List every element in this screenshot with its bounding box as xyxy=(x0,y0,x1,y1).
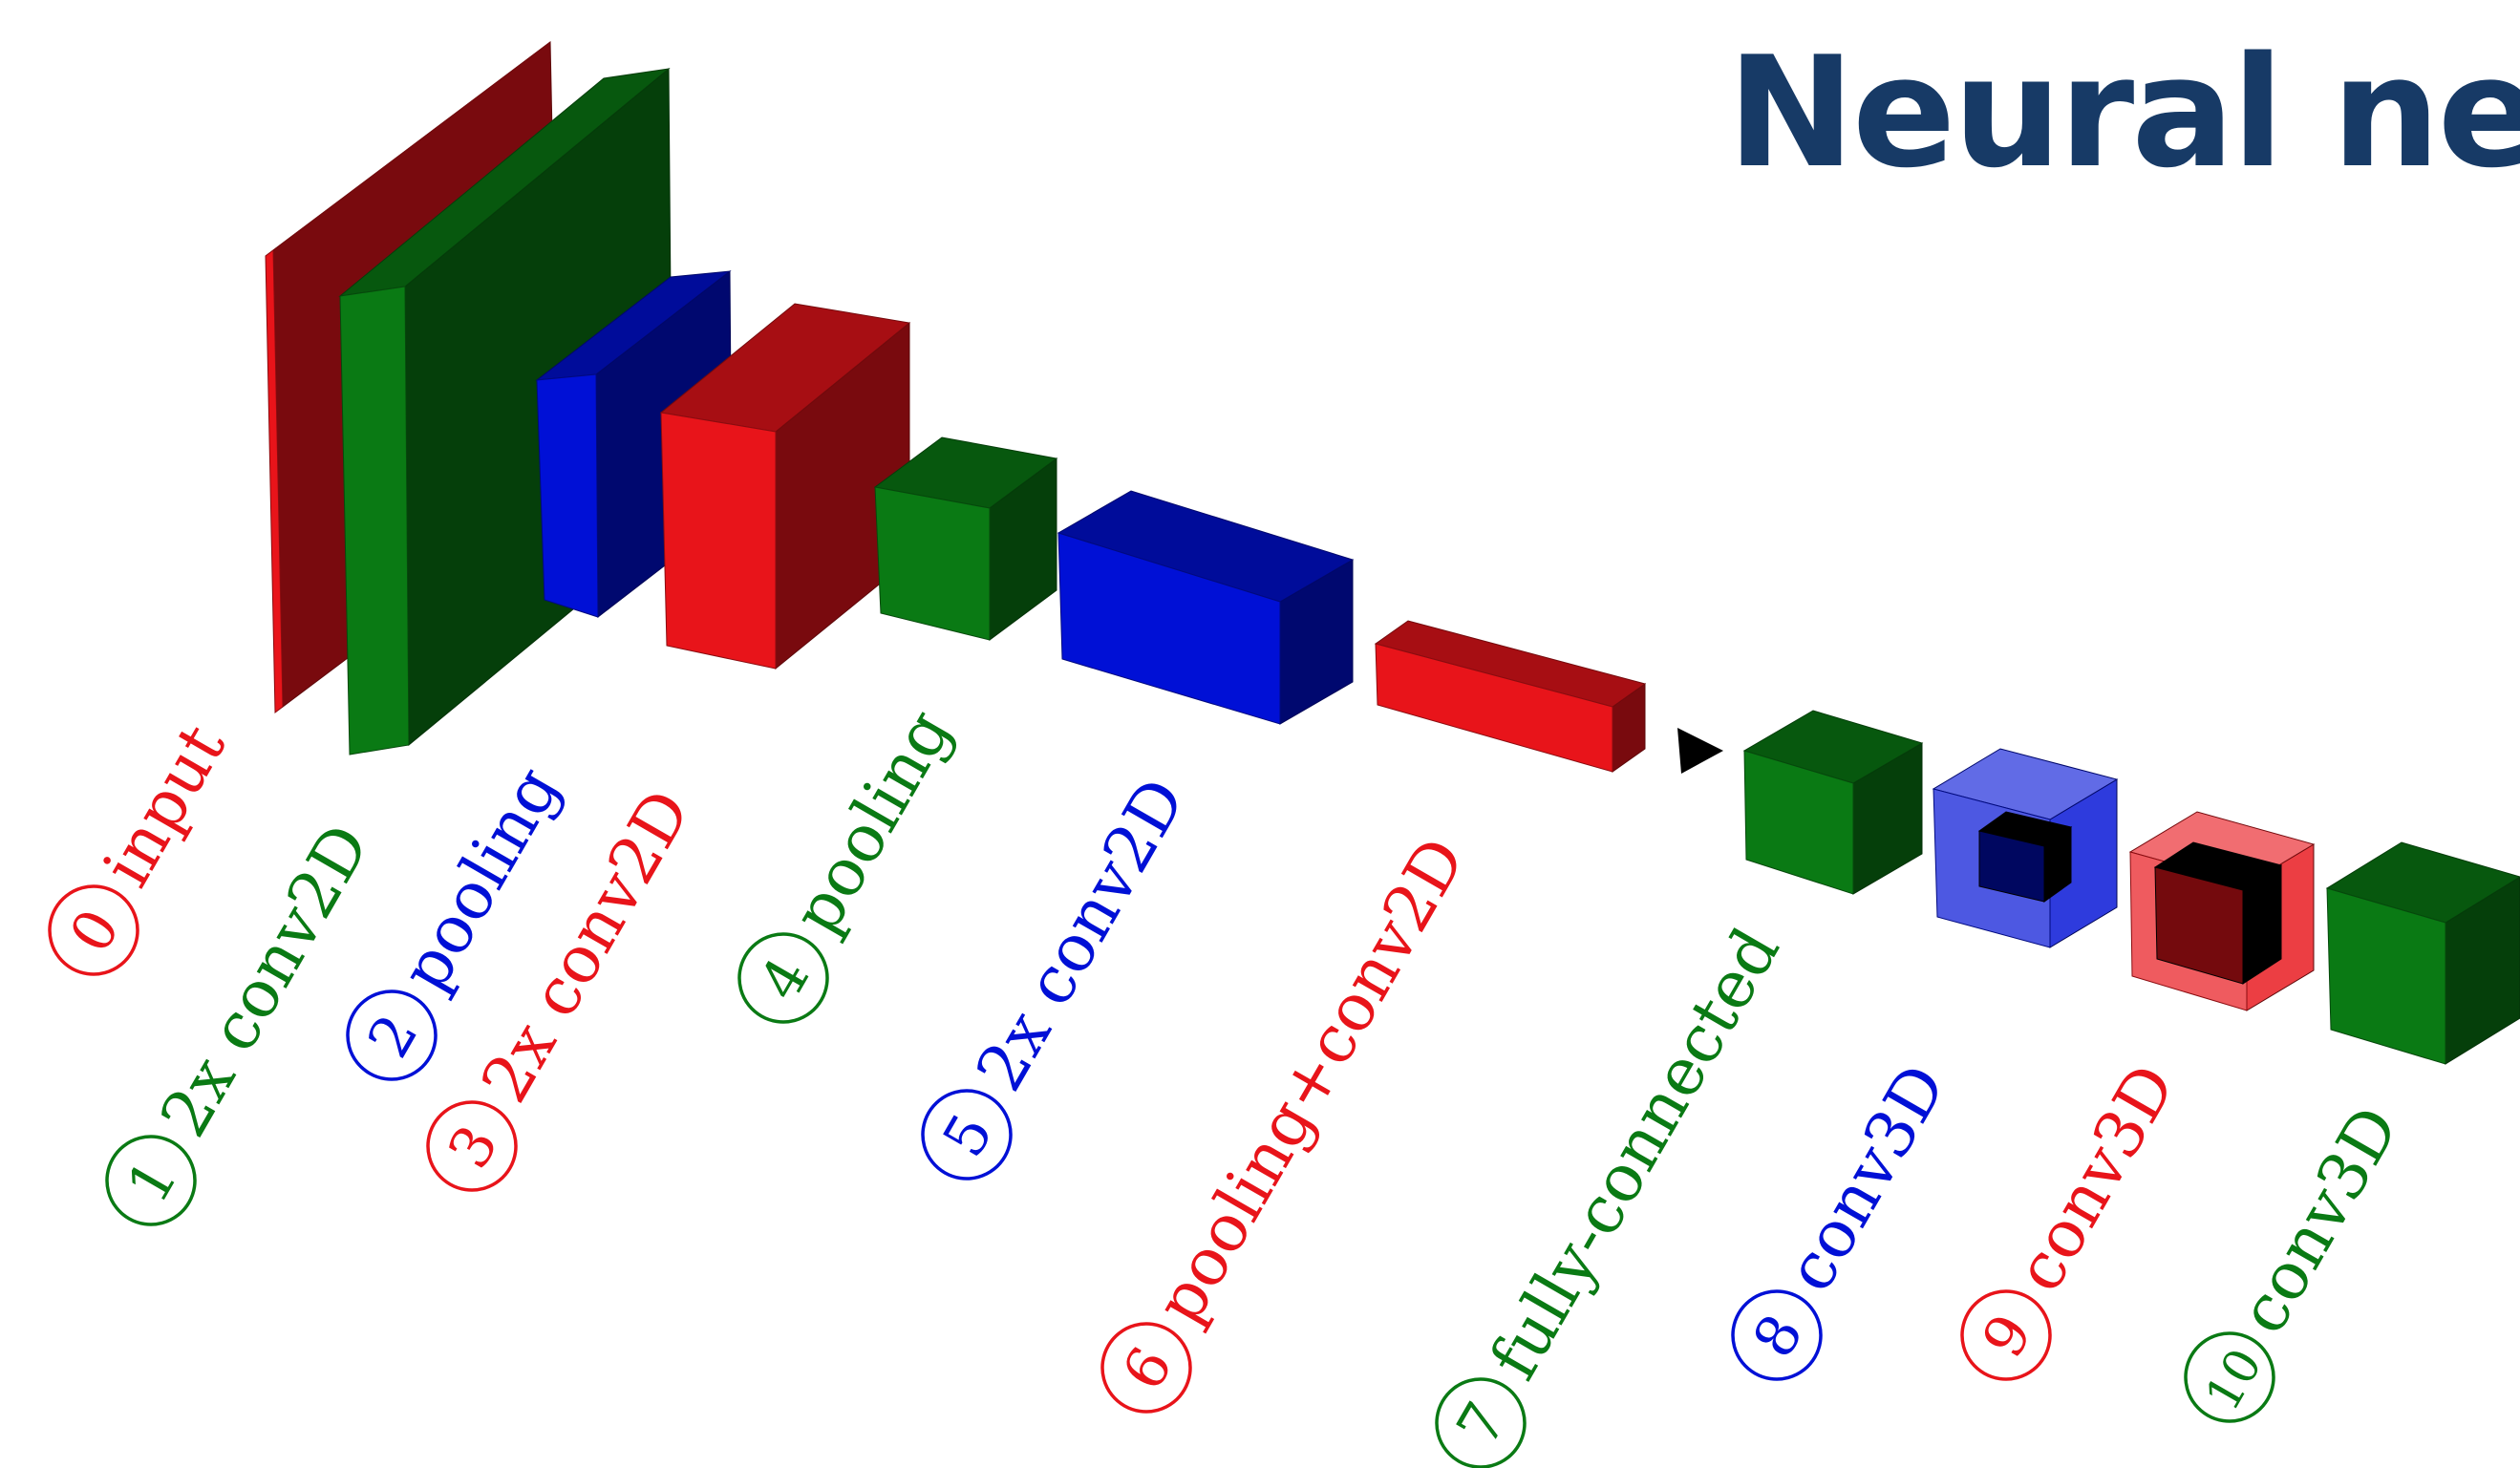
layer-3-number: 3 xyxy=(436,1115,512,1180)
layer-9-number: 9 xyxy=(1970,1304,2046,1369)
layer-3-number-circle xyxy=(426,1100,518,1192)
layer-7-block xyxy=(1742,710,1924,895)
layer-6-number-circle xyxy=(1100,1322,1192,1414)
layer-4-name: pooling xyxy=(779,697,967,947)
layer-6-name: pooling+conv2D xyxy=(1142,825,1481,1336)
layer-8-inner-block xyxy=(1977,811,2073,903)
layer-6-block xyxy=(1374,620,1647,773)
layer-4-block xyxy=(873,436,1058,641)
layer-4-number: 4 xyxy=(747,947,823,1011)
layer-0-number: 0 xyxy=(57,899,134,964)
layer-5-label: 52x conv2D xyxy=(921,766,1201,1181)
layer-8-number: 8 xyxy=(1741,1304,1817,1369)
arrow-icon xyxy=(1677,728,1723,774)
layer-9-inner-block xyxy=(2153,841,2283,985)
layer-10-number-circle xyxy=(2184,1331,2275,1423)
layer-9-number-circle xyxy=(1960,1289,2052,1381)
page-title: Neural netw xyxy=(1727,23,2520,202)
layer-3-block xyxy=(659,303,911,670)
layer-6-number: 6 xyxy=(1110,1336,1186,1401)
layer-9-name: conv3D xyxy=(2001,1053,2190,1305)
layer-10-block xyxy=(2325,841,2520,1065)
layer-7-number: 7 xyxy=(1444,1392,1521,1457)
layer-8-number-circle xyxy=(1731,1289,1823,1381)
layer-0-name: input xyxy=(89,713,241,900)
layer-10-name: conv3D xyxy=(2225,1095,2414,1347)
layer-2-number: 2 xyxy=(355,1004,432,1069)
layer-4-number-circle xyxy=(737,932,829,1024)
layer-1-name: 2x conv2D xyxy=(146,812,385,1149)
layer-8-name: conv3D xyxy=(1772,1053,1961,1305)
layer-5-number: 5 xyxy=(930,1103,1007,1168)
layer-0-number-circle xyxy=(48,884,139,976)
layer-7-name: fully-connected xyxy=(1476,916,1794,1392)
layer-2-number-circle xyxy=(346,989,438,1081)
layer-5-number-circle xyxy=(921,1089,1013,1181)
layer-7-number-circle xyxy=(1435,1377,1527,1468)
layer-1-number: 1 xyxy=(115,1149,191,1214)
layer-5-name: 2x conv2D xyxy=(962,766,1201,1103)
layer-1-number-circle xyxy=(105,1135,197,1226)
layer-5-block xyxy=(1057,490,1355,725)
